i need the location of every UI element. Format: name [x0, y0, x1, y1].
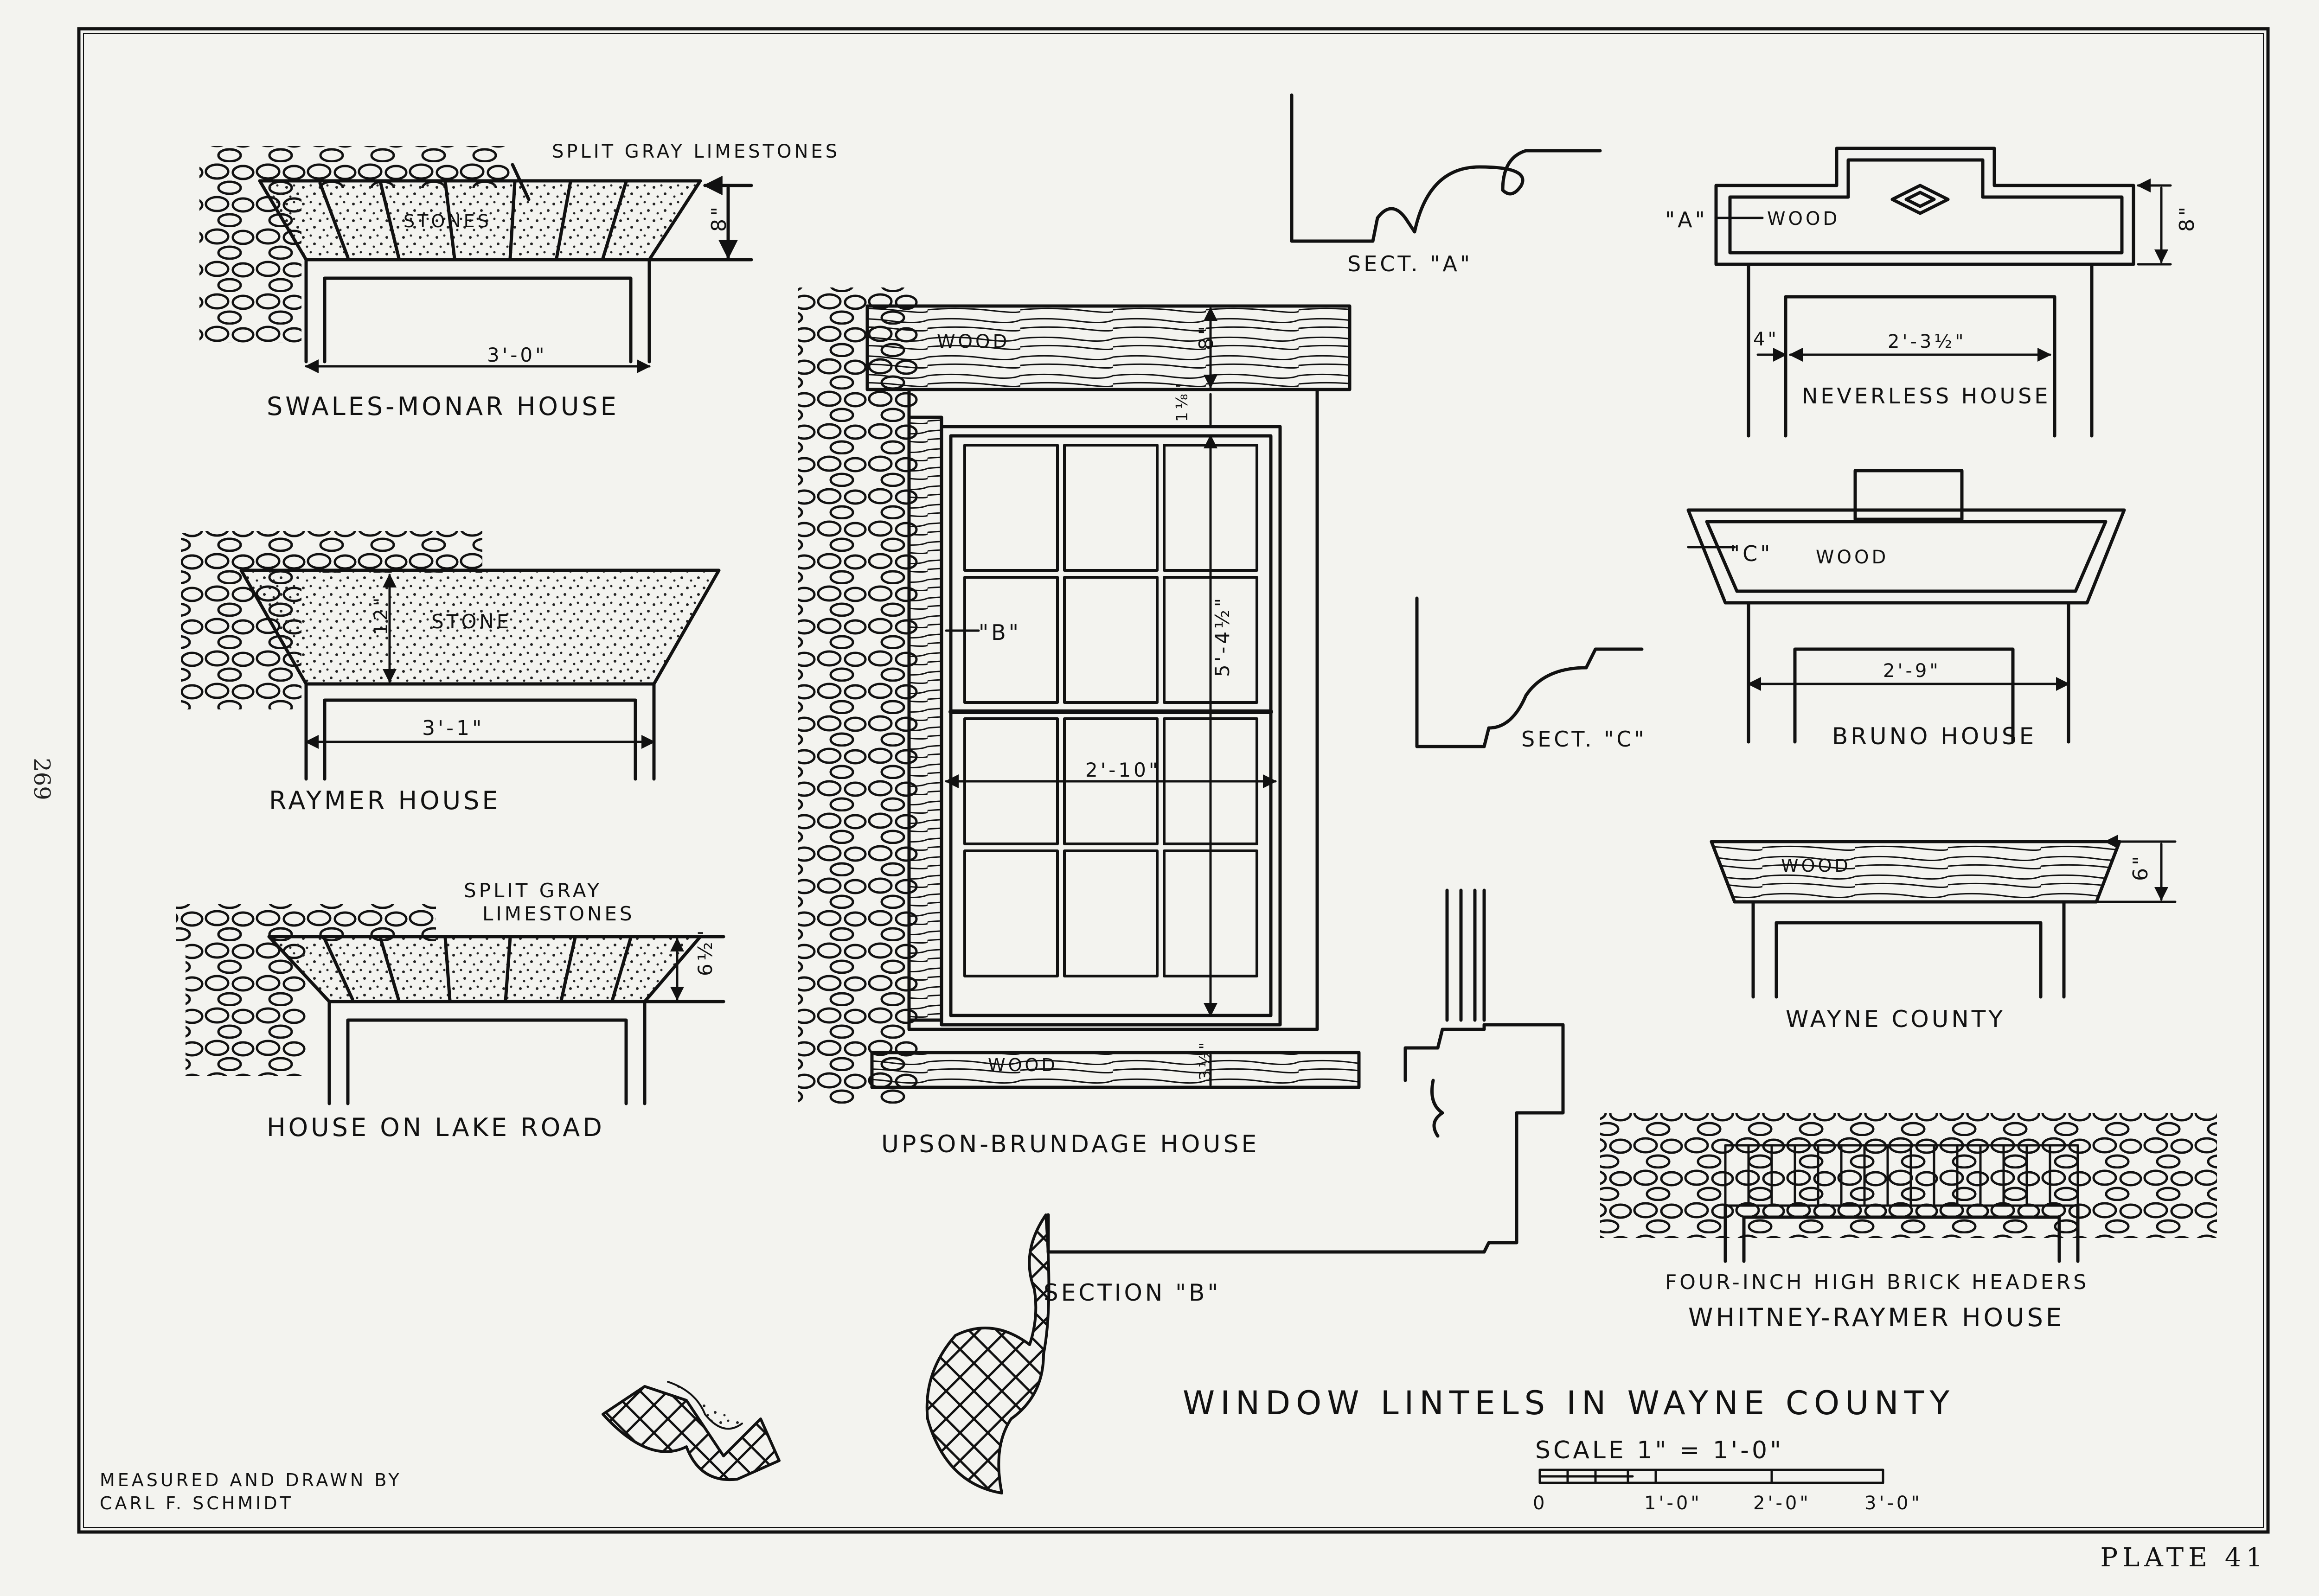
whitney-raymer-note: FOUR-INCH HIGH BRICK HEADERS	[1665, 1270, 2089, 1294]
window-sash	[949, 434, 1273, 1017]
swales-monar-height: 8"	[707, 204, 731, 232]
wayne-county-title: WAYNE COUNTY	[1786, 1006, 2005, 1033]
neverless-detail	[1714, 147, 2171, 438]
window-opening	[1723, 1204, 2080, 1263]
diamond-ornament	[1890, 184, 1950, 215]
wayne-county-material: WOOD	[1781, 855, 1851, 876]
sect-a-profile	[1290, 93, 1602, 243]
cobblestone-wall	[1600, 1113, 2217, 1238]
plate-border	[77, 27, 2270, 1534]
lake-road-title: HOUSE ON LAKE ROAD	[267, 1113, 605, 1142]
raymer-width: 3'-1"	[422, 716, 484, 740]
scale-tick-0: 0	[1533, 1493, 1547, 1514]
scale-tick-2: 2'-0"	[1753, 1493, 1811, 1514]
lake-road-detail	[176, 904, 725, 1105]
bruno-width: 2'-9"	[1883, 660, 1941, 682]
upson-sill-height: 3½"	[1196, 1040, 1215, 1080]
window-frame	[940, 425, 1282, 1027]
window-opening	[304, 258, 651, 364]
wayne-county-detail	[1710, 840, 2177, 999]
neverless-offset: 4"	[1753, 329, 1779, 350]
side-casing-left	[907, 415, 943, 1022]
lake-road-note-1: SPLIT GRAY	[464, 879, 602, 902]
wood-lintel	[1714, 147, 2135, 266]
swales-monar-note: SPLIT GRAY LIMESTONES	[552, 141, 840, 162]
upson-lintel-height: 8"	[1195, 323, 1217, 350]
swales-monar-width: 3'-0"	[487, 344, 547, 366]
cobblestone-wall	[798, 287, 918, 1104]
upson-lintel-material: WOOD	[937, 331, 1010, 352]
section-b-label: SECTION "B"	[1044, 1279, 1221, 1306]
scale-tick-1: 1'-0"	[1644, 1493, 1702, 1514]
neverless-height: 8"	[2175, 204, 2199, 232]
window-opening	[1747, 262, 2094, 438]
sect-a-label: SECT. "A"	[1347, 251, 1473, 276]
raymer-title: RAYMER HOUSE	[269, 786, 501, 815]
bruno-material: WOOD	[1816, 547, 1889, 568]
wood-lintel	[1686, 508, 2126, 605]
bruno-detail	[1686, 469, 2126, 744]
upson-section-marker: "B"	[979, 620, 1021, 645]
sect-c-profile	[1415, 596, 1644, 748]
scale-tick-3: 3'-0"	[1864, 1493, 1922, 1514]
decorative-curl	[925, 1213, 1051, 1494]
sect-c-label: SECT. "C"	[1521, 727, 1647, 752]
scale-bar	[1538, 1468, 1884, 1484]
wood-lintel	[1710, 840, 2121, 904]
upson-trim-dim: 1⅛"	[1173, 381, 1192, 422]
keystone	[1853, 469, 1964, 521]
upson-sill-material: WOOD	[988, 1055, 1058, 1075]
swales-monar-material: STONES	[404, 211, 492, 231]
lake-road-height: 6½"	[694, 927, 717, 976]
plate-border-inner	[83, 33, 2264, 1528]
page-number: 269	[29, 758, 55, 800]
window-opening	[1751, 900, 2066, 999]
labels: SPLIT GRAY LIMESTONES STONES 8" 3'-0" SW…	[100, 141, 2199, 1514]
upson-brundage-title: UPSON-BRUNDAGE HOUSE	[881, 1130, 1259, 1158]
neverless-marker: "A"	[1665, 207, 1708, 232]
bruno-marker: "C"	[1730, 541, 1773, 566]
upson-window-height: 5'-4½"	[1211, 595, 1234, 677]
wood-sill	[870, 1051, 1361, 1089]
swales-monar-title: SWALES-MONAR HOUSE	[267, 392, 619, 421]
upson-brundage-detail	[798, 287, 1361, 1104]
plate-title: WINDOW LINTELS IN WAYNE COUNTY	[1183, 1384, 1955, 1422]
neverless-title: NEVERLESS HOUSE	[1802, 383, 2050, 409]
wayne-county-height: 6"	[2129, 853, 2152, 881]
swales-monar-detail	[199, 146, 753, 373]
raymer-height: 12"	[371, 595, 392, 635]
plate-number: PLATE 41	[2100, 1543, 2267, 1573]
raymer-detail	[181, 531, 721, 781]
lake-road-note-2: LIMESTONES	[482, 902, 635, 925]
stone-lintel	[267, 935, 702, 1003]
bruno-title: BRUNO HOUSE	[1832, 723, 2037, 750]
credit-line-1: MEASURED AND DRAWN BY	[100, 1470, 402, 1490]
whitney-raymer-detail	[1600, 1113, 2217, 1263]
upson-window-width: 2'-10"	[1085, 759, 1160, 781]
window-opening	[1747, 601, 2070, 744]
credit-line-2: CARL F. SCHMIDT	[100, 1493, 294, 1513]
neverless-material: WOOD	[1767, 208, 1840, 230]
section-b-profile	[602, 888, 1565, 1494]
neverless-width: 2'-3½"	[1888, 331, 1967, 352]
whitney-raymer-title: WHITNEY-RAYMER HOUSE	[1688, 1303, 2064, 1332]
window-opening	[327, 1000, 647, 1105]
cobblestone-wall	[186, 531, 482, 573]
raymer-material: STONE	[431, 610, 512, 633]
scale-label: SCALE 1" = 1'-0"	[1535, 1436, 1784, 1464]
